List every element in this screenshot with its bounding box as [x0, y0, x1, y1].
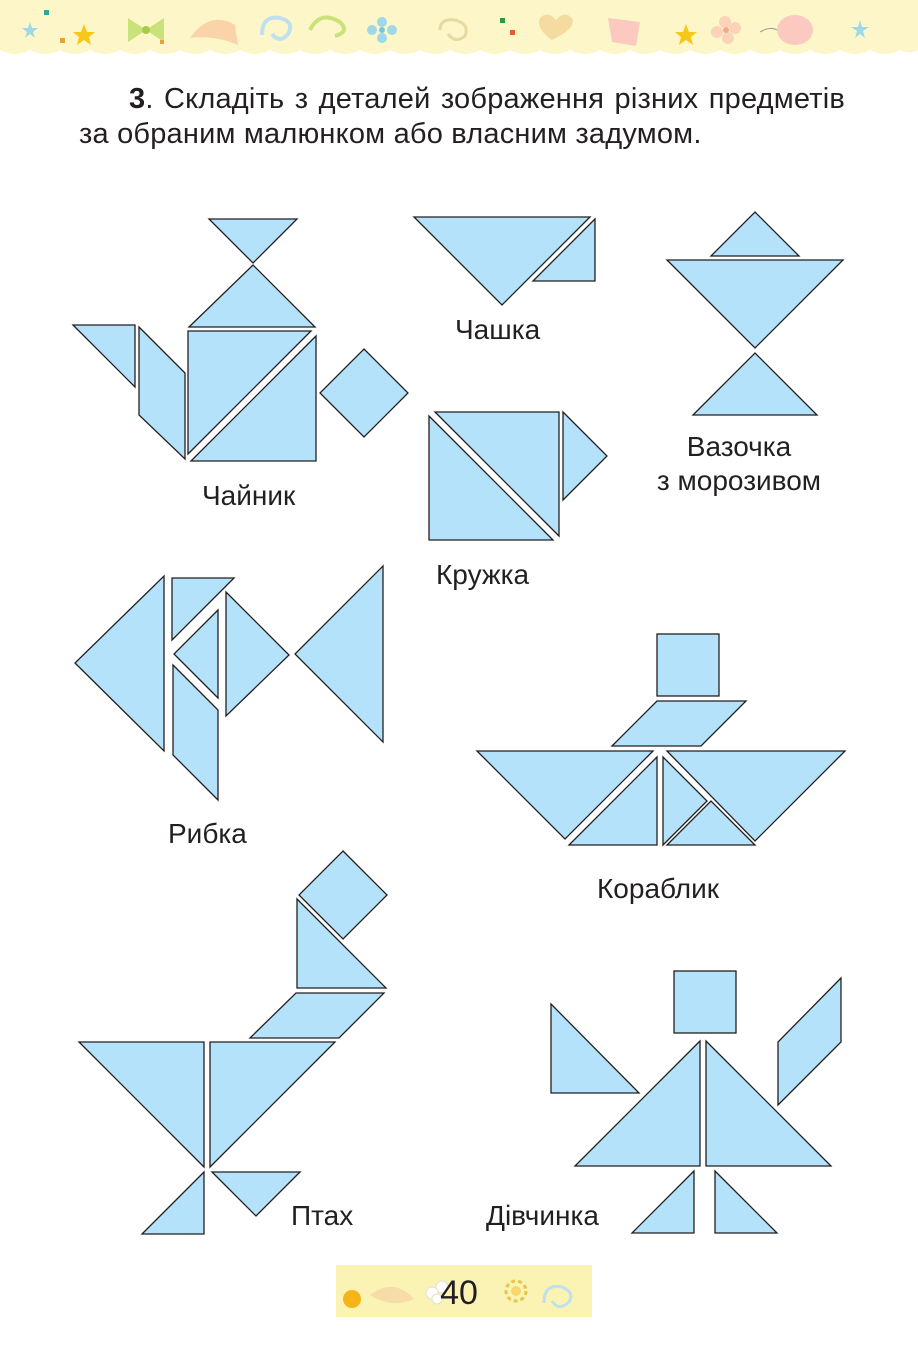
balloon-icon: [759, 15, 813, 45]
tangram-piece: [189, 334, 317, 462]
teapot-label: Чайник: [202, 480, 296, 511]
bow-icon: [128, 18, 164, 42]
tangram-piece: [665, 259, 845, 349]
cup-figure: [412, 216, 596, 306]
tangram-piece: [294, 564, 384, 744]
girl-label: Дівчинка: [486, 1200, 599, 1231]
mug-figure: [428, 410, 608, 541]
vase-label-line2: з морозивом: [656, 465, 822, 496]
tangram-piece: [296, 897, 388, 989]
tangram-piece: [691, 352, 819, 416]
mug-label: Кружка: [436, 559, 530, 590]
task-text: 3. Складіть з деталей зображення різних …: [79, 82, 845, 152]
tangram-piece: [709, 211, 801, 257]
swirl-icon: [260, 15, 293, 41]
tangram-piece: [207, 218, 299, 264]
spiral-icon: [438, 18, 468, 41]
tangram-piece: [298, 850, 388, 940]
tangram-piece: [777, 976, 842, 1107]
tangram-piece: [77, 1041, 205, 1169]
tangram-piece: [714, 1169, 779, 1234]
tangram-piece: [610, 700, 748, 747]
tangram-piece: [187, 330, 313, 456]
header-banner: [0, 0, 918, 54]
fish-figure: [74, 564, 384, 802]
tangram-piece: [433, 411, 560, 538]
flower-icon: [425, 1280, 449, 1305]
tangram-piece: [172, 663, 219, 802]
bird-figure: [77, 850, 388, 1235]
ribbon-icon: [190, 19, 238, 45]
star-icon: [851, 20, 869, 38]
vase-figure: [665, 211, 845, 416]
star-icon: [675, 24, 697, 45]
girl-figure: [550, 970, 842, 1234]
star-icon: [22, 22, 38, 38]
flower-icon: [504, 1279, 528, 1303]
tangram-piece: [630, 1169, 695, 1234]
tangram-piece: [531, 217, 596, 282]
task-instruction: . Складіть з деталей зображення різних п…: [79, 83, 845, 150]
swirl-icon: [308, 15, 346, 38]
tangram-piece: [475, 750, 655, 840]
tangram-piece: [562, 410, 608, 502]
tangram-piece: [665, 800, 757, 846]
feather-icon: [370, 1286, 414, 1304]
tangram-piece: [173, 608, 219, 700]
bird-label: Птах: [291, 1200, 354, 1231]
tangram-piece: [550, 1002, 641, 1094]
confetti-icon: [44, 10, 515, 44]
tangram-piece: [248, 992, 386, 1039]
cup-label: Чашка: [455, 314, 541, 345]
swirl-icon: [542, 1284, 573, 1308]
footer-decoration: [336, 1265, 592, 1317]
tangram-piece: [138, 325, 186, 461]
task-number: 3: [129, 83, 146, 115]
tangram-piece: [74, 574, 165, 753]
tangram-piece: [662, 755, 708, 847]
tangram-piece: [573, 1039, 701, 1167]
tangram-piece: [209, 1041, 337, 1169]
tangram-piece: [319, 348, 409, 438]
tangram-piece: [656, 633, 720, 697]
tangram-piece: [171, 577, 236, 642]
tangram-piece: [673, 970, 737, 1034]
tangram-piece: [225, 590, 290, 718]
heart-icon: [538, 14, 573, 40]
boat-figure: [475, 633, 847, 847]
tangram-piece: [428, 414, 555, 541]
page-number: 40: [440, 1274, 478, 1312]
fish-label: Рибка: [168, 818, 247, 849]
vase-label-line1: Вазочка: [686, 431, 792, 462]
tangram-piece: [412, 216, 592, 306]
tangram-piece: [210, 1171, 302, 1217]
tangram-piece: [71, 324, 136, 389]
tangram-piece: [665, 750, 847, 842]
flower-icon: [711, 16, 741, 44]
boat-label: Кораблик: [597, 873, 720, 904]
sun-icon: [343, 1290, 361, 1308]
tangram-piece: [187, 264, 317, 328]
teapot-figure: [71, 218, 409, 462]
tangram-piece: [567, 755, 658, 846]
tangram-piece: [705, 1039, 833, 1167]
flag-icon: [608, 18, 640, 46]
flower-icon: [367, 17, 397, 43]
star-icon: [73, 24, 95, 45]
tangram-piece: [140, 1170, 205, 1235]
